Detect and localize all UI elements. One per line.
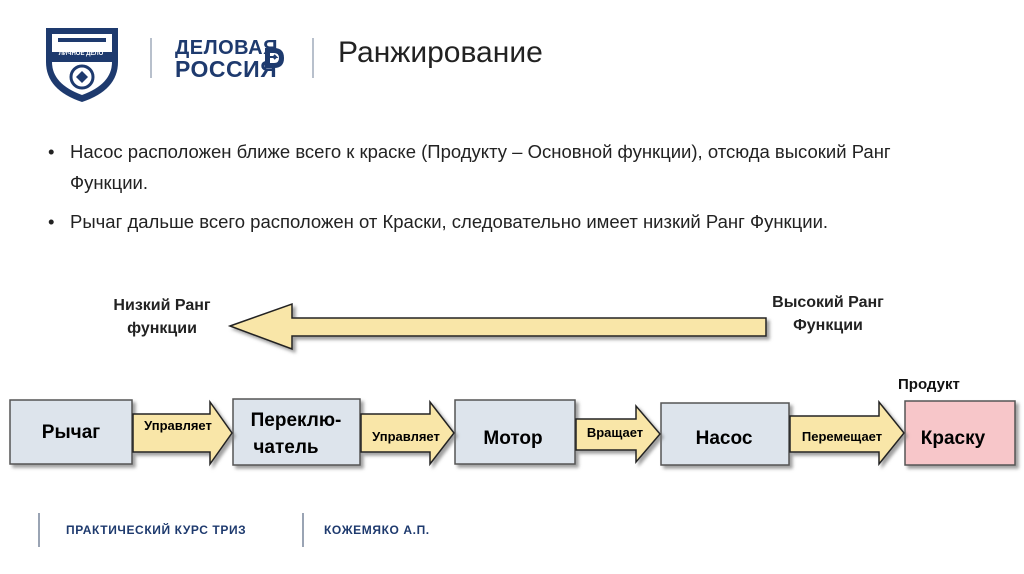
switch-label-line1: Переклю- [251, 410, 342, 431]
bullet-dot: • [48, 141, 55, 162]
emblem-text: ЛИЧНОЕ ДЕЛО [58, 51, 104, 57]
product-label: Продукт [898, 376, 960, 393]
pump-box [660, 402, 790, 466]
brand-d-icon [265, 48, 284, 68]
brand-line2: РОССИЯ [175, 56, 278, 82]
footer-divider [302, 513, 304, 547]
footer-author: КОЖЕМЯКО А.П. [324, 523, 430, 537]
arrow-controls-2 [360, 399, 455, 467]
arrow-moves [789, 399, 905, 467]
motor-box [454, 399, 576, 465]
footer-divider [38, 513, 40, 547]
motor-label: Мотор [483, 428, 542, 449]
page-title: Ранжирование [338, 36, 543, 69]
arrow-label-controls-1: Управляет [144, 418, 212, 433]
arrow-rotates [575, 403, 661, 465]
footer-course: ПРАКТИЧЕСКИЙ КУРС ТРИЗ [66, 523, 247, 537]
switch-label-line2: чатель [253, 437, 318, 458]
pump-label: Насос [696, 428, 753, 449]
high-rank-label: Высокий Ранг Функции [772, 294, 884, 334]
paint-box [904, 400, 1016, 466]
switch-box [232, 398, 361, 466]
brand-line1: ДЕЛОВАЯ [175, 37, 278, 59]
header-divider [150, 38, 152, 78]
bullet-dot: • [48, 211, 55, 232]
paint-label: Краску [921, 428, 986, 449]
arrow-label-rotates: Вращает [587, 425, 643, 440]
header-divider [312, 38, 314, 78]
bullet-text: Насос расположен ближе всего к краске (П… [70, 141, 891, 193]
bullet-text: Рычаг дальше всего расположен от Краски,… [70, 211, 829, 232]
lever-box [9, 399, 133, 465]
arrow-label-controls-2: Управляет [372, 429, 440, 444]
low-rank-label: Низкий Ранг функции [113, 297, 211, 337]
arrow-controls-1 [132, 399, 233, 467]
brand-logo-text: ДЕЛОВАЯ РОССИЯ [175, 38, 278, 81]
rank-direction-arrow [227, 302, 767, 351]
arrow-label-moves: Перемещает [802, 429, 882, 444]
lever-label: Рычаг [42, 422, 100, 443]
emblem-logo [46, 28, 118, 102]
